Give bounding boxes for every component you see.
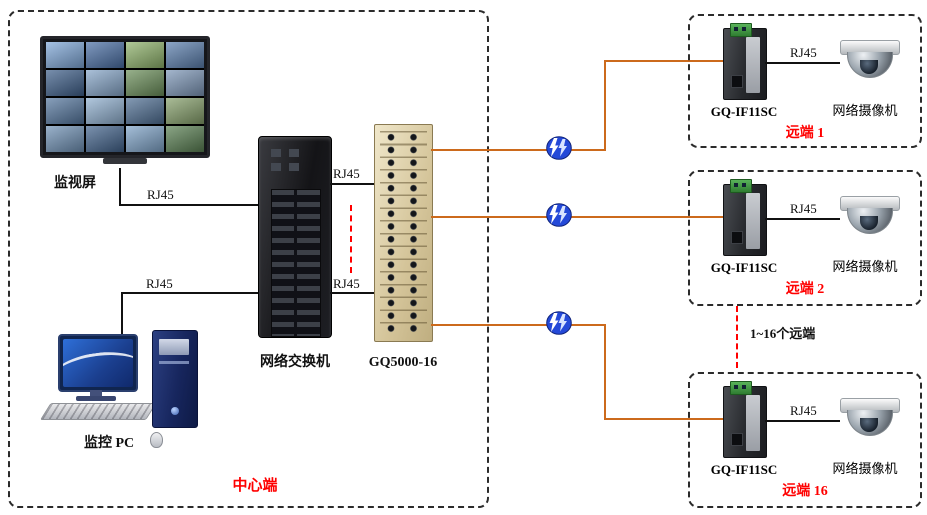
media-converter-device: [723, 381, 767, 458]
camera-lens: [860, 418, 878, 432]
pc-mouse: [150, 432, 163, 448]
remote-title: 远端 16: [782, 484, 828, 499]
pc-tower-drive-bay: [159, 339, 189, 355]
converter-faceplate: [746, 37, 760, 93]
pc-monitor: [58, 334, 138, 392]
pc-screen: [63, 339, 133, 387]
converter-port: [731, 231, 743, 244]
fiber-link-1-v: [604, 60, 606, 151]
ellipsis-dashed-line-center: [350, 205, 352, 273]
converter-label: GQ-IF11SC: [710, 104, 778, 119]
camera-label: 网络摄像机: [832, 461, 898, 476]
cable-monitor-switch-h: [119, 204, 258, 206]
fiber-bolt-icon-3: [546, 311, 572, 335]
fiber-link-3-v: [604, 324, 606, 420]
cable-pc-switch-h: [121, 292, 258, 294]
switch-uplink-ports: [271, 149, 281, 157]
dome-camera: [838, 196, 900, 240]
dome-camera: [838, 40, 900, 84]
pc-tower: [152, 330, 198, 428]
rj45-label-switch-bottom: RJ45: [333, 276, 360, 291]
pc-monitor-neck: [90, 390, 102, 397]
converter-faceplate: [746, 395, 760, 451]
gq5000-rack-device: [374, 124, 433, 342]
rack-module-rows: [380, 131, 427, 335]
rj45-label-switch-top: RJ45: [333, 166, 360, 181]
video-wall-monitor: [40, 36, 210, 158]
pc-label: 监控 PC: [84, 436, 135, 451]
cable-switch-rack-bottom: [330, 292, 374, 294]
remote-group-box-16: RJ45 GQ-IF11SC 网络摄像机 远端 16: [688, 372, 922, 508]
pc-screen-swoosh: [63, 346, 133, 387]
cable-monitor-switch-v: [119, 168, 121, 206]
converter-terminal-block: [730, 381, 752, 395]
switch-port-grid: [271, 189, 321, 337]
cable-converter-camera: [765, 62, 840, 64]
converter-port: [731, 75, 743, 88]
converter-terminal-block: [730, 179, 752, 193]
rj45-label-remote: RJ45: [790, 201, 817, 216]
converter-label: GQ-IF11SC: [710, 260, 778, 275]
rj45-label-remote: RJ45: [790, 45, 817, 60]
dome-camera: [838, 398, 900, 442]
remote-group-box-1: RJ45 GQ-IF11SC 网络摄像机 远端 1: [688, 14, 922, 148]
fiber-link-2: [431, 216, 724, 218]
remote-group-box-2: RJ45 GQ-IF11SC 网络摄像机 远端 2: [688, 170, 922, 306]
network-switch-device: [258, 136, 332, 338]
video-wall-grid: [46, 42, 204, 152]
camera-label: 网络摄像机: [832, 103, 898, 118]
camera-label: 网络摄像机: [832, 259, 898, 274]
cable-pc-switch-v: [121, 292, 123, 334]
remote-title: 远端 2: [785, 282, 825, 297]
converter-port: [731, 433, 743, 446]
converter-faceplate: [746, 193, 760, 249]
pc-tower-slot: [159, 361, 189, 364]
remotes-ellipsis-label: 1~16个远端: [750, 326, 816, 341]
rack-label: GQ5000-16: [368, 355, 438, 370]
camera-lens: [860, 216, 878, 230]
pc-monitor-base: [76, 396, 116, 401]
fiber-link-3-h2: [604, 418, 724, 420]
fiber-link-3-h1: [431, 324, 606, 326]
ellipsis-dashed-line-remotes: [736, 306, 738, 368]
switch-label: 网络交换机: [260, 355, 330, 370]
fiber-link-1-h2: [604, 60, 724, 62]
video-wall-stand: [103, 158, 147, 164]
pc-tower-power-button: [171, 407, 179, 415]
fiber-link-1-h1: [431, 149, 606, 151]
media-converter-device: [723, 179, 767, 256]
pc-keyboard: [40, 403, 157, 420]
fiber-bolt-icon-2: [546, 203, 572, 227]
rj45-label-pc: RJ45: [146, 276, 173, 291]
center-title: 中心端: [232, 478, 278, 494]
monitor-label: 监视屏: [54, 176, 96, 191]
cable-converter-camera: [765, 218, 840, 220]
fiber-bolt-icon-1: [546, 136, 572, 160]
cable-converter-camera: [765, 420, 840, 422]
rj45-label-monitor: RJ45: [147, 187, 174, 202]
center-group-box: [8, 10, 489, 508]
converter-terminal-block: [730, 23, 752, 37]
rj45-label-remote: RJ45: [790, 403, 817, 418]
media-converter-device: [723, 23, 767, 100]
cable-switch-rack-top: [330, 183, 374, 185]
camera-lens: [860, 60, 878, 74]
converter-label: GQ-IF11SC: [710, 462, 778, 477]
remote-title: 远端 1: [785, 126, 825, 141]
